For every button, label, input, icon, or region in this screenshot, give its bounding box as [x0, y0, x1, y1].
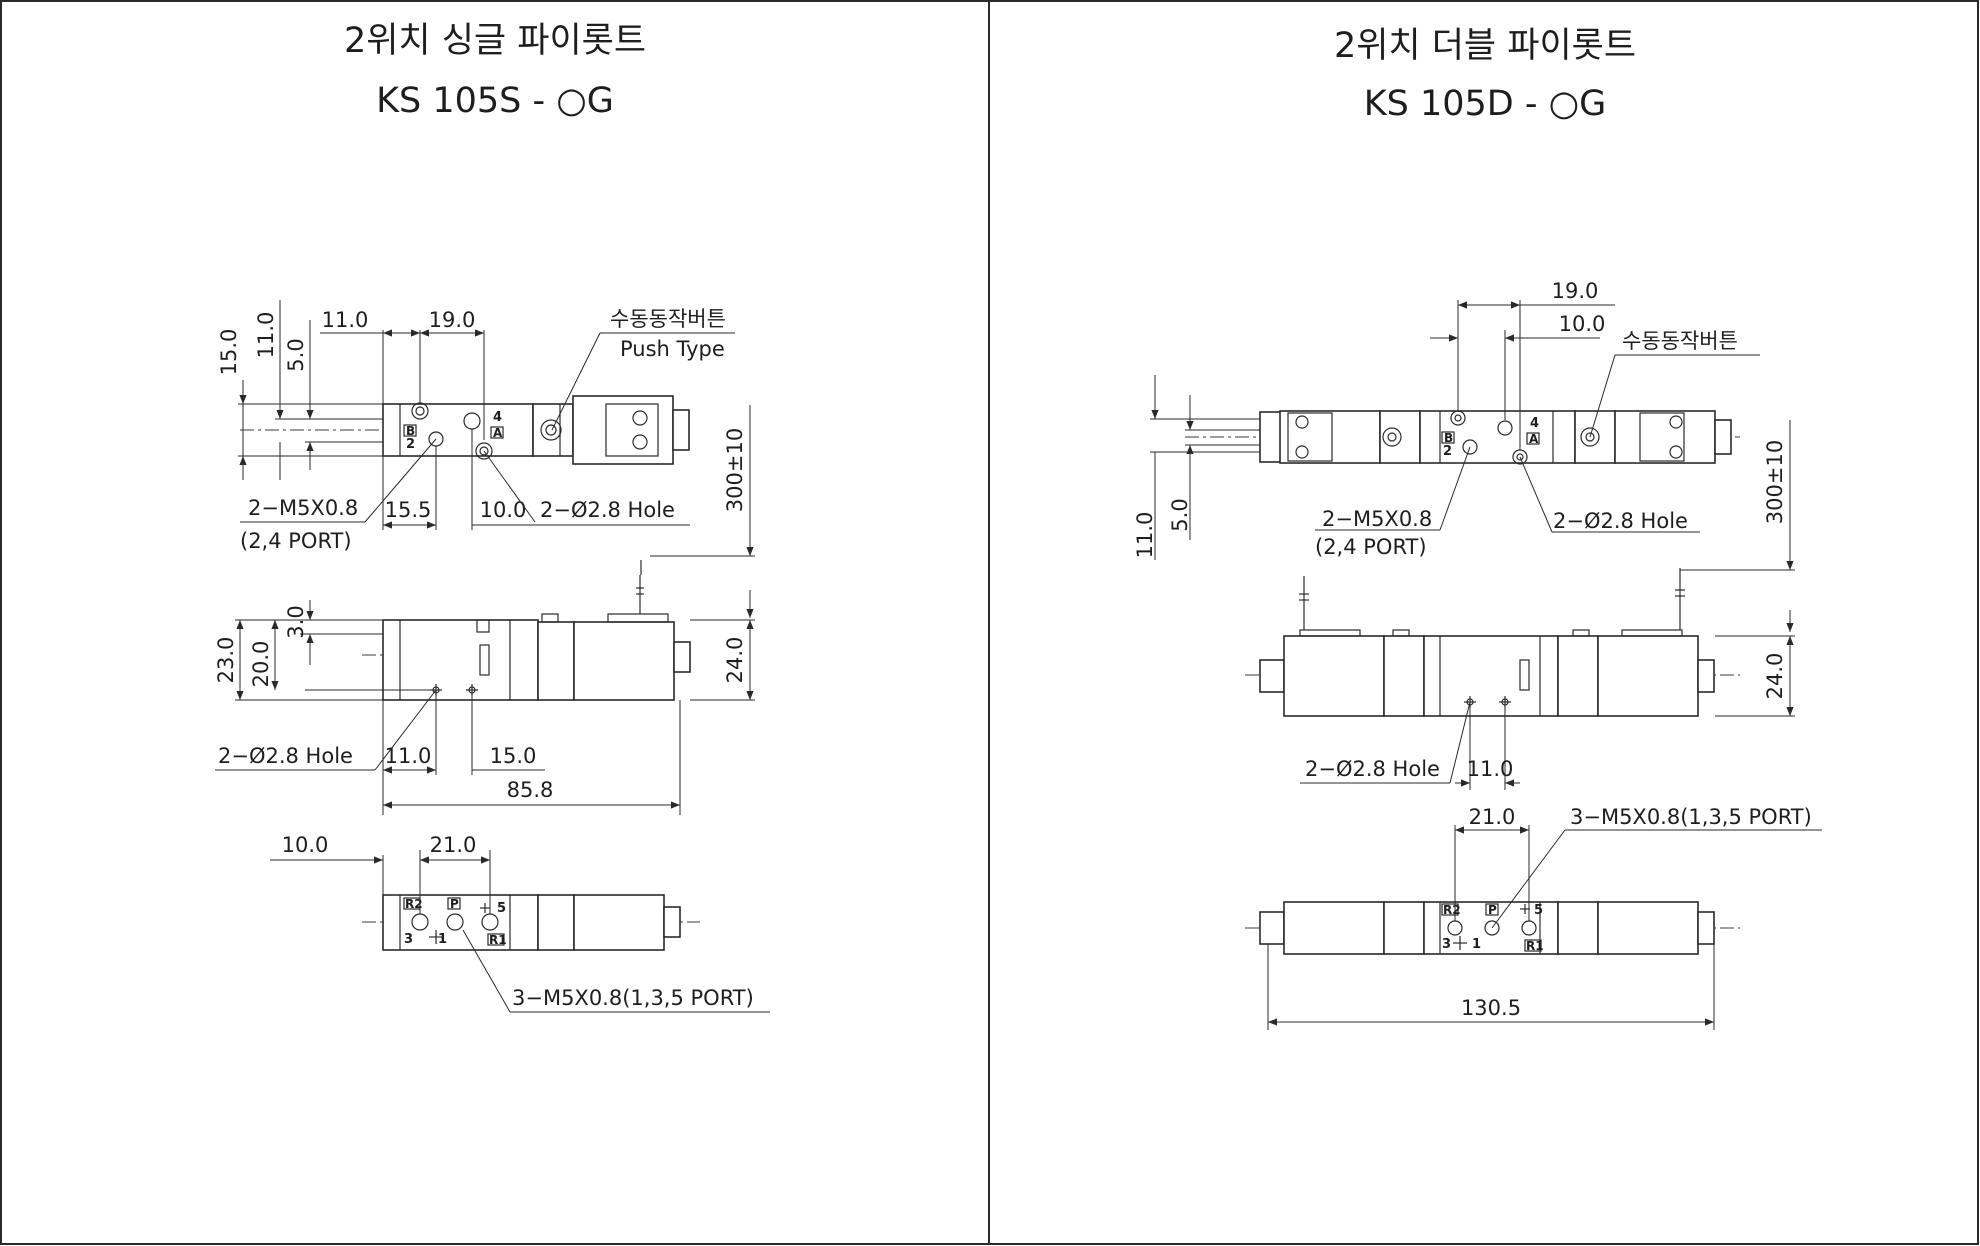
left-button-type: Push Type: [620, 337, 725, 361]
left-bottom-view: R2 P R1 5 3 1 10.0 21.0 3−M5X0.8(1,3,5 P…: [270, 833, 770, 1013]
right-top-dim-19: 19.0: [1552, 279, 1599, 303]
left-side-view: 23.0 20.0 3.0 24.0 11.0 15.0 85.8 2−Ø2.8…: [214, 560, 755, 815]
right-bottom-port-p: P: [1488, 903, 1497, 917]
left-bottom-port-r2: R2: [405, 897, 423, 911]
left-side-dim-24: 24.0: [723, 637, 747, 684]
right-bottom-dim-21: 21.0: [1469, 805, 1516, 829]
right-bottom-port-num-3: 3: [1442, 937, 1451, 952]
right-side-dim-24: 24.0: [1763, 653, 1787, 700]
right-bottom-view: R2 P R1 5 3 1 21.0 3−M5X0.8(1,3,5 PORT) …: [1245, 805, 1822, 1030]
left-top-dim-19: 19.0: [429, 308, 476, 332]
left-title: 2위치 싱글 파이롯트: [344, 21, 646, 61]
right-top-hole-label: 2−Ø2.8 Hole: [1553, 509, 1688, 533]
left-bottom-port-num-3: 3: [404, 932, 413, 947]
left-top-dim-155: 15.5: [385, 498, 432, 522]
left-bottom-port-num-1: 1: [438, 932, 447, 947]
right-button-label: 수동동작버튼: [1622, 329, 1738, 353]
right-bottom-port-label: 3−M5X0.8(1,3,5 PORT): [1570, 805, 1812, 829]
left-m5-label: 2−M5X0.8: [248, 496, 358, 520]
left-side-dim-23: 23.0: [214, 637, 238, 684]
right-side-dim-11: 11.0: [1467, 757, 1514, 781]
left-bottom-dim-10: 10.0: [282, 833, 329, 857]
left-top-port-num-4: 4: [493, 410, 502, 425]
left-m5-ports: (2,4 PORT): [240, 529, 352, 553]
right-top-dim-10: 10.0: [1559, 312, 1606, 336]
left-bottom-port-num-5: 5: [497, 901, 506, 916]
right-bottom-port-r1: R1: [1526, 939, 1544, 953]
left-button-label: 수동동작버튼: [610, 307, 726, 331]
left-bottom-port-p: P: [450, 897, 459, 911]
right-m5-ports: (2,4 PORT): [1315, 535, 1427, 559]
left-top-dim-11v: 11.0: [254, 312, 278, 359]
left-side-hole-label: 2−Ø2.8 Hole: [218, 744, 353, 768]
right-bottom-dim-1305: 130.5: [1461, 996, 1521, 1020]
left-side-dim-858: 85.8: [507, 778, 554, 802]
right-top-port-b: B: [1444, 431, 1453, 445]
right-title: 2위치 더블 파이롯트: [1334, 26, 1636, 66]
left-top-dim-5: 5.0: [284, 338, 308, 371]
right-m5-label: 2−M5X0.8: [1322, 507, 1432, 531]
left-bottom-dim-21: 21.0: [430, 833, 477, 857]
left-bottom-port-label: 3−M5X0.8(1,3,5 PORT): [512, 986, 754, 1010]
left-top-dim-10: 10.0: [480, 498, 527, 522]
left-top-dim-11h: 11.0: [322, 308, 369, 332]
right-bottom-port-num-5: 5: [1534, 903, 1543, 918]
right-bottom-port-r2: R2: [1443, 903, 1461, 917]
right-top-port-num-2: 2: [1443, 444, 1452, 459]
left-top-port-num-2: 2: [406, 437, 415, 452]
left-top-dim-15: 15.0: [217, 329, 241, 376]
left-dim-300: 300±10: [723, 428, 747, 512]
left-top-port-b: B: [406, 424, 415, 438]
left-side-dim-20: 20.0: [249, 641, 273, 688]
panel-frame-right: [988, 0, 1979, 1245]
left-side-dim-3: 3.0: [284, 605, 308, 638]
right-top-dim-11: 11.0: [1133, 512, 1157, 559]
right-top-view: B A 4 2 19.0 10.0 수동동작버튼 11.0 5.0 2: [1133, 279, 1795, 632]
left-bottom-port-r1: R1: [489, 933, 507, 947]
left-model: KS 105S - ○G: [376, 81, 614, 121]
right-top-port-num-4: 4: [1530, 416, 1539, 431]
left-side-dim-11: 11.0: [385, 744, 432, 768]
right-dim-300: 300±10: [1763, 440, 1787, 524]
left-side-dim-15: 15.0: [490, 744, 537, 768]
right-model: KS 105D - ○G: [1364, 84, 1607, 124]
right-side-hole-label: 2−Ø2.8 Hole: [1305, 757, 1440, 781]
left-top-view: B A 4 2 15.0 11.0 5.0 11.0 19.0 수동동작버튼 P…: [217, 300, 755, 618]
right-top-port-a: A: [1529, 432, 1539, 446]
right-side-view: 24.0 11.0 2−Ø2.8 Hole: [1245, 568, 1795, 790]
left-top-hole-label: 2−Ø2.8 Hole: [540, 498, 675, 522]
right-bottom-port-num-1: 1: [1472, 937, 1481, 952]
left-top-port-a: A: [493, 426, 503, 440]
right-top-dim-5: 5.0: [1168, 498, 1192, 531]
